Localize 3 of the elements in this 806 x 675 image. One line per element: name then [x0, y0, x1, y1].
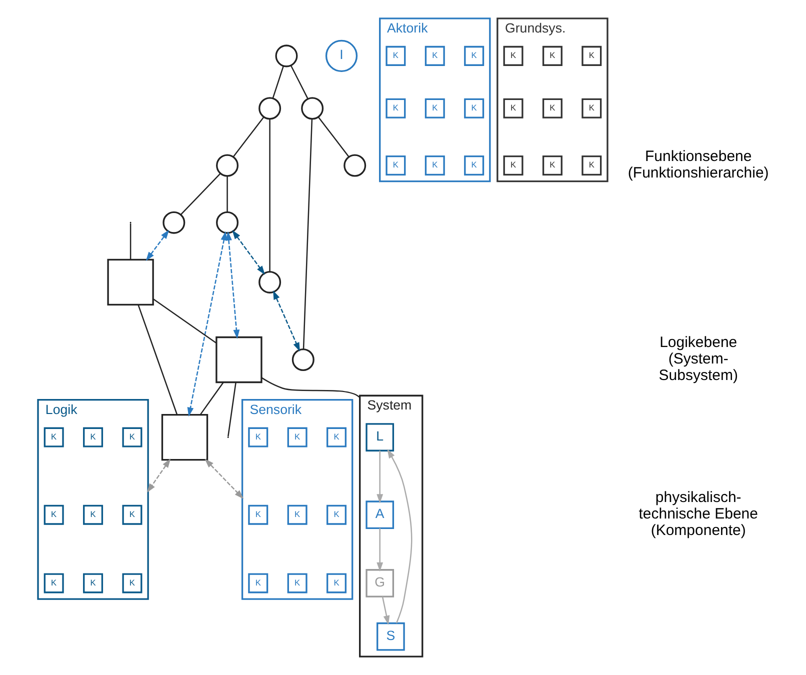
label: Funktionsebene (Funktionshierarchie) — [628, 148, 769, 182]
label: physikalisch-technische Ebene (Komponente) — [638, 488, 758, 540]
label: Logikebene (System-Subsystem) — [658, 334, 738, 384]
